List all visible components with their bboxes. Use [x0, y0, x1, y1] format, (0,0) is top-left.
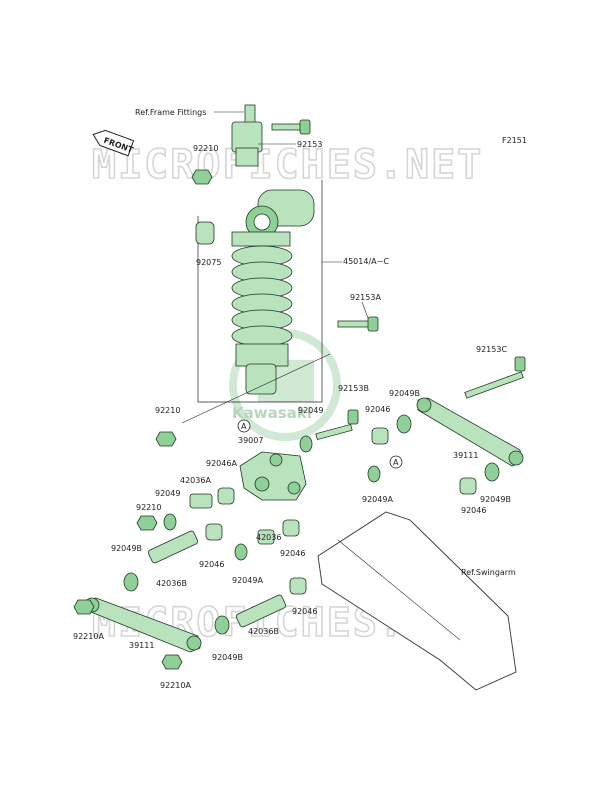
label-39111-l: 39111	[129, 641, 154, 650]
label-92049A-r: 92049A	[362, 495, 393, 504]
bolt-92153B	[315, 409, 359, 441]
sleeve-42036B-l	[147, 530, 199, 564]
label-92046-d: 92046	[292, 607, 317, 616]
bolt-92153A	[337, 316, 379, 332]
label-39111-right: 39111	[453, 451, 478, 460]
swingarm-outline	[317, 511, 517, 691]
label-92049-mid: 92049	[298, 406, 323, 415]
label-92046A: 92046A	[206, 459, 237, 468]
washer-92049B-a	[396, 414, 412, 434]
bushing-92046A	[217, 487, 235, 505]
label-42036A: 42036A	[180, 476, 211, 485]
washer-92049A-r	[367, 465, 381, 483]
sleeve-42036B-c	[235, 594, 287, 628]
bushing-92046-d	[289, 577, 307, 595]
ref-frame-fittings: Ref.Frame Fittings	[135, 108, 206, 117]
rear-shock-absorber	[231, 189, 315, 395]
figure-code: F2151	[502, 136, 527, 145]
label-42036B-c: 42036B	[248, 627, 279, 636]
upper-mount-bracket	[231, 104, 263, 167]
bolt-92153C	[464, 356, 526, 399]
callout-a-right-text: A	[393, 458, 399, 467]
washer-92049-l	[163, 513, 177, 531]
callout-a-left-text: A	[241, 422, 247, 431]
nut-92210-mid	[155, 431, 177, 447]
label-92210A-b: 92210A	[160, 681, 191, 690]
nut-92210A-l	[73, 599, 95, 615]
kawasaki-text: Kawasaki	[232, 404, 312, 422]
label-92153B: 92153B	[338, 384, 369, 393]
label-92046-a: 92046	[365, 405, 390, 414]
label-92049B-r: 92049B	[480, 495, 511, 504]
bushing-92046-a	[371, 427, 389, 445]
label-92049B-l: 92049B	[111, 544, 142, 553]
washer-92049A-c	[234, 543, 248, 561]
callout-a-left	[237, 419, 251, 433]
collar-92075	[195, 221, 215, 245]
label-92046-b: 92046	[199, 560, 224, 569]
label-42036: 42036	[256, 533, 281, 542]
label-92046-c: 92046	[280, 549, 305, 558]
washer-92049B-r	[484, 462, 500, 482]
bushing-92046-c	[282, 519, 300, 537]
watermark-top: MICROFICHES.NET	[92, 142, 483, 188]
bushing-92046-b	[205, 523, 223, 541]
label-92153-top: 92153	[297, 140, 322, 149]
label-39007: 39007	[238, 436, 263, 445]
label-92153C: 92153C	[476, 345, 507, 354]
bushing-42036	[257, 529, 275, 545]
washer-92049B-l	[123, 572, 139, 592]
sleeve-42036A	[189, 493, 213, 509]
nut-92210-top	[191, 169, 213, 185]
label-92049B-b: 92049B	[212, 653, 243, 662]
washer-92049B-b	[214, 615, 230, 635]
label-92075: 92075	[196, 258, 221, 267]
label-92049-l: 92049	[155, 489, 180, 498]
bushing-92046-r	[459, 477, 477, 495]
label-92210-l: 92210	[136, 503, 161, 512]
label-92153A: 92153A	[350, 293, 381, 302]
label-92210-mid: 92210	[155, 406, 180, 415]
label-42036B-l: 42036B	[156, 579, 187, 588]
label-45014: 45014/A~C	[343, 257, 389, 266]
label-92210A-l: 92210A	[73, 632, 104, 641]
ref-swingarm: Ref.Swingarm	[461, 568, 516, 577]
label-92210-top: 92210	[193, 144, 218, 153]
nut-92210A-b	[161, 654, 183, 670]
bolt-92153	[271, 119, 311, 135]
label-92049B-a: 92049B	[389, 389, 420, 398]
label-92046-r: 92046	[461, 506, 486, 515]
tie-rod-39111-right	[416, 397, 524, 467]
nut-92210-l	[136, 515, 158, 531]
washer-92049-mid	[299, 435, 313, 453]
callout-a-right	[389, 455, 403, 469]
rocker-arm-39007	[239, 451, 307, 501]
label-92049A-c: 92049A	[232, 576, 263, 585]
